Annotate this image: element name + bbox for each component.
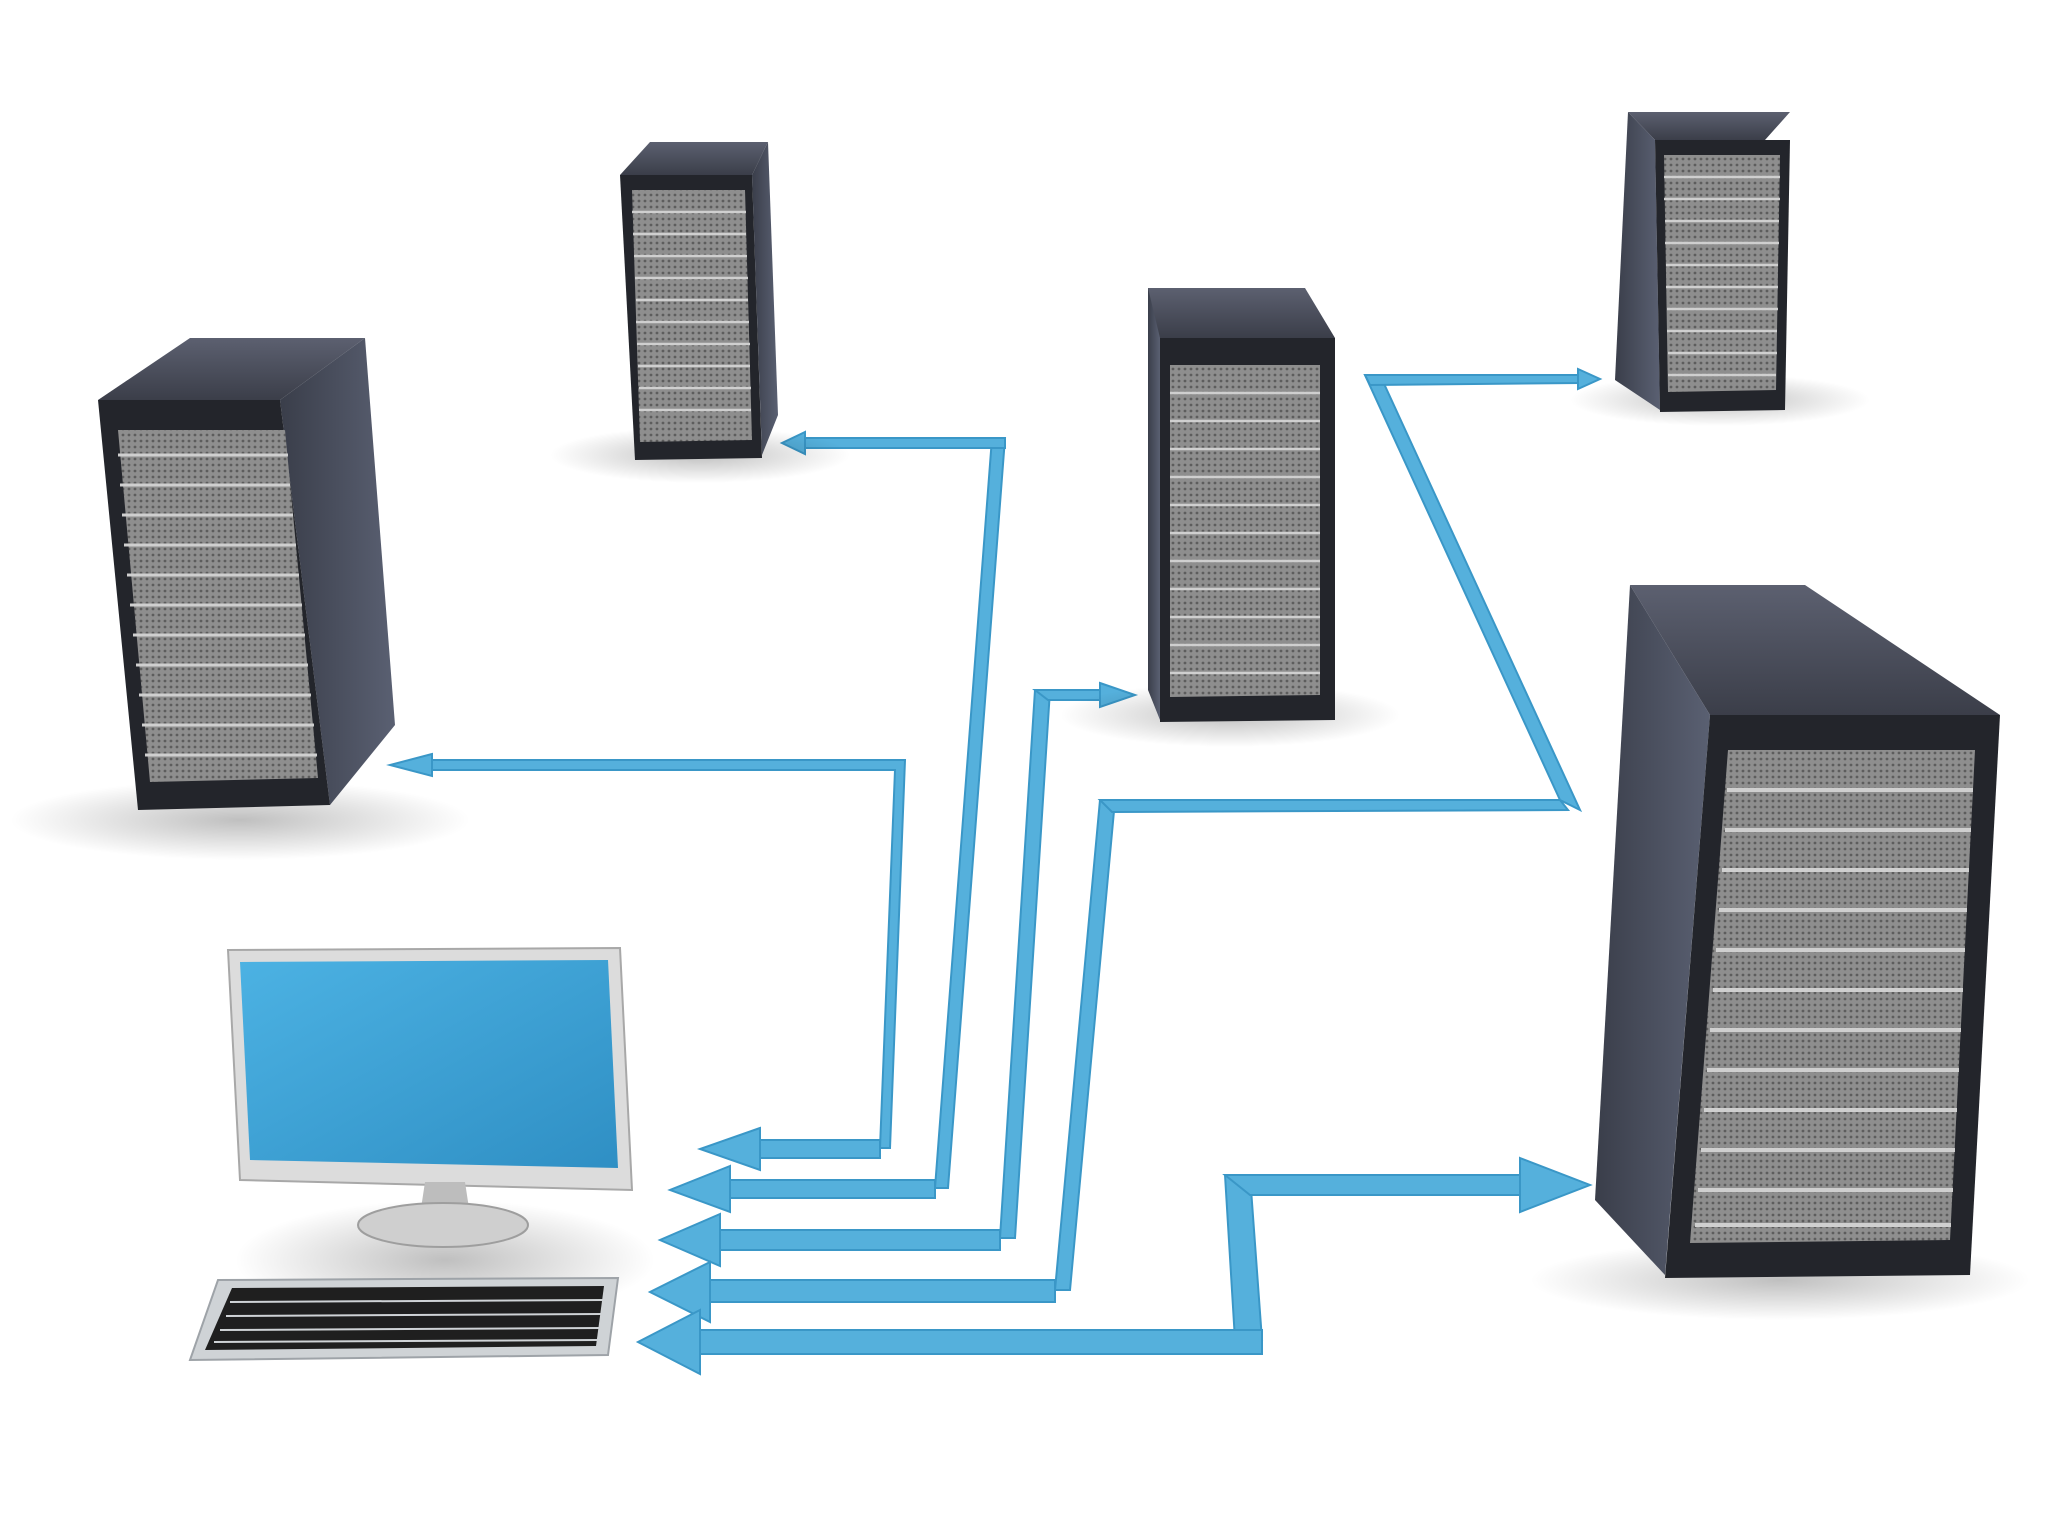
server-left-top bbox=[98, 338, 365, 400]
server-right-large-top bbox=[1630, 585, 2000, 715]
server-right-large-drive-rails bbox=[1695, 788, 1973, 1227]
server-top-center-top bbox=[620, 142, 768, 175]
server-right-large bbox=[1530, 585, 2030, 1320]
server-top-right bbox=[1570, 112, 1870, 426]
server-top-center-drive-rails bbox=[632, 210, 751, 412]
arrow-to-server-left bbox=[386, 752, 907, 1172]
server-top-right-drive-rails bbox=[1664, 175, 1780, 377]
monitor-stand-base bbox=[357, 1202, 529, 1248]
server-top-center-panel bbox=[632, 190, 752, 442]
server-top-right-side bbox=[1615, 112, 1660, 410]
arrow-to-server-top-right bbox=[647, 367, 1603, 1324]
server-center-drive-rails bbox=[1170, 391, 1320, 675]
server-center-panel bbox=[1170, 365, 1320, 697]
keyboard-key-grid bbox=[213, 1299, 604, 1343]
workstation bbox=[188, 946, 655, 1362]
server-top-center-side bbox=[752, 142, 778, 455]
server-center bbox=[1060, 288, 1400, 747]
server-left bbox=[10, 338, 470, 860]
server-top-right-panel bbox=[1664, 155, 1780, 392]
arrow-to-server-right-large bbox=[635, 1156, 1593, 1376]
server-top-center bbox=[550, 142, 850, 483]
server-top-right-top bbox=[1628, 112, 1790, 140]
server-right-large-side bbox=[1595, 585, 1710, 1275]
server-left-drive-rails bbox=[118, 453, 317, 757]
server-right-large-panel bbox=[1690, 750, 1975, 1243]
server-center-side bbox=[1148, 288, 1160, 720]
server-left-side bbox=[280, 338, 395, 805]
monitor-screen bbox=[240, 960, 618, 1168]
arrow-to-server-top-center bbox=[667, 430, 1007, 1214]
server-center-top bbox=[1148, 288, 1335, 338]
